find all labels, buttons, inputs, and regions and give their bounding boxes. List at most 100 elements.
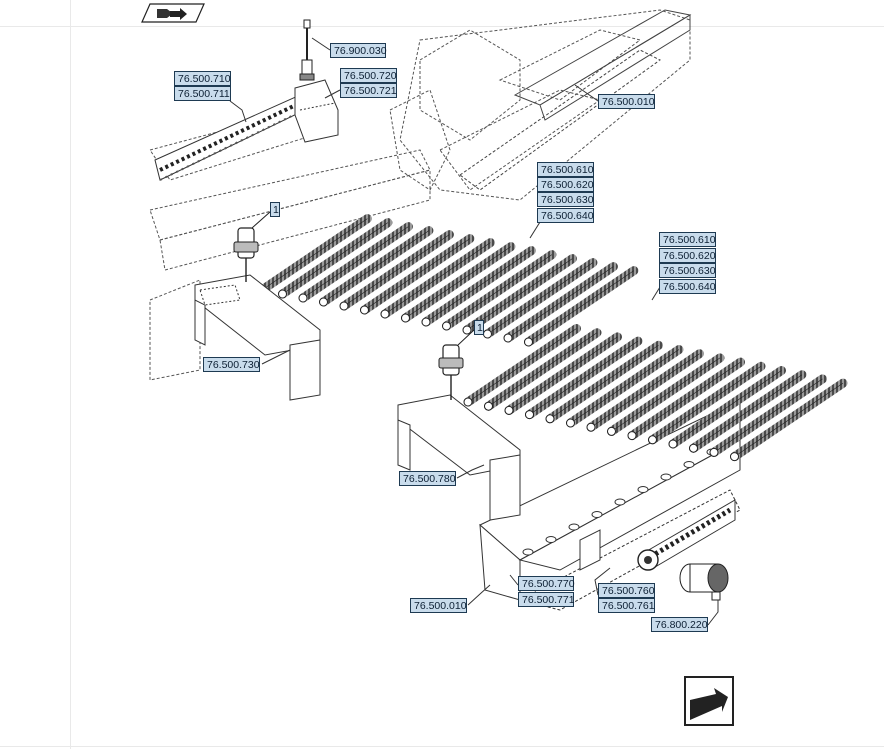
roller-end-cap (503, 333, 513, 343)
roller-edge (693, 374, 803, 449)
roller-edge (549, 345, 659, 420)
roller-edge (507, 266, 614, 339)
frame-hole (522, 548, 534, 556)
callout-76-500-720[interactable]: 76.500.720 (340, 68, 397, 83)
roller-end-cap (648, 435, 657, 445)
next-page-arrow-icon[interactable] (684, 676, 734, 726)
callout-76-500-630-lower[interactable]: 76.500.630 (659, 263, 716, 278)
frame-hole (683, 461, 695, 468)
roller-end-cap (607, 426, 616, 436)
roller-edge (282, 222, 389, 295)
roller-end-cap (566, 418, 575, 428)
callout-76-500-630-upper[interactable]: 76.500.630 (537, 192, 594, 207)
callout-76-500-780[interactable]: 76.500.780 (399, 471, 456, 486)
roller-end-cap (586, 422, 596, 432)
callout-76-500-010-top[interactable]: 76.500.010 (598, 94, 655, 109)
cross-member-upper (194, 274, 321, 401)
roller-edge (652, 366, 762, 441)
roller-end-cap (524, 337, 533, 347)
book-arrow-icon[interactable] (141, 3, 205, 23)
callout-76-500-610-upper[interactable]: 76.500.610 (537, 162, 594, 177)
roller-edge (446, 254, 553, 327)
grid-line (0, 26, 884, 27)
callout-76-500-640-lower[interactable]: 76.500.640 (659, 279, 716, 294)
roller-edge (467, 328, 577, 403)
callout-76-500-640-upper[interactable]: 76.500.640 (537, 208, 594, 223)
roller-end-cap (484, 401, 493, 411)
frame-hole (545, 536, 557, 543)
roller-end-cap (463, 397, 473, 407)
chain-rail-upper (154, 94, 306, 181)
frame-hole (591, 511, 603, 518)
roller-end-cap (689, 443, 698, 453)
roller-end-cap (278, 289, 287, 299)
roller-edge (734, 382, 844, 457)
frame-hole (614, 498, 626, 506)
roller-end-cap (504, 405, 514, 415)
marker-1-upper[interactable]: 1 (270, 202, 280, 217)
roller-end-cap (627, 431, 637, 441)
callout-76-500-620-upper[interactable]: 76.500.620 (537, 177, 594, 192)
roller-end-cap (339, 301, 349, 311)
beam-upper (459, 9, 692, 191)
roller-end-cap (319, 297, 328, 307)
grid-line (70, 0, 71, 749)
callout-76-500-711[interactable]: 76.500.711 (174, 86, 231, 101)
callout-76-500-771[interactable]: 76.500.771 (518, 592, 575, 607)
roller-edge (405, 246, 512, 319)
chain-drive-lower (637, 499, 736, 571)
roller-end-cap (298, 293, 308, 303)
roller-edge (528, 270, 635, 343)
frame-hole (660, 473, 672, 481)
roller-edge (590, 353, 700, 428)
roller-edge (631, 361, 741, 436)
roller-edge (466, 258, 573, 331)
marker-1-lower[interactable]: 1 (474, 320, 484, 335)
callout-76-500-010-bottom[interactable]: 76.500.010 (410, 598, 467, 613)
roller-end-cap (709, 447, 719, 457)
roller-end-cap (360, 305, 369, 315)
roller-end-cap (401, 313, 410, 323)
roller-edge (323, 230, 430, 303)
roller-edge (343, 234, 450, 307)
sensor-lower (438, 329, 475, 400)
frame-hole (568, 523, 580, 531)
roller-bed-upper (257, 214, 639, 347)
roller-edge (384, 242, 491, 315)
roller-edge (487, 262, 594, 335)
roller-edge (425, 250, 532, 323)
callout-76-500-760[interactable]: 76.500.760 (598, 583, 655, 598)
grid-line (0, 746, 884, 747)
roller-edge (713, 378, 823, 453)
callout-76-500-761[interactable]: 76.500.761 (598, 598, 655, 613)
roller-edge (488, 332, 598, 407)
roller-edge (302, 226, 409, 299)
callout-76-500-730[interactable]: 76.500.730 (203, 357, 260, 372)
leader-lines (229, 37, 719, 626)
callout-76-500-770[interactable]: 76.500.770 (518, 576, 575, 591)
motor-lower (679, 563, 729, 601)
roller-edge (672, 370, 782, 445)
roller-end-cap (525, 410, 534, 420)
callout-76-500-721[interactable]: 76.500.721 (340, 83, 397, 98)
frame-hole (637, 486, 649, 493)
callout-76-500-620-lower[interactable]: 76.500.620 (659, 248, 716, 263)
roller-edge (570, 349, 680, 424)
roller-edge (261, 218, 368, 291)
callout-76-900-030[interactable]: 76.900.030 (330, 43, 387, 58)
roller-end-cap (380, 309, 390, 319)
callout-76-500-610-lower[interactable]: 76.500.610 (659, 232, 716, 247)
roller-end-cap (421, 317, 431, 327)
roller-bed-lower (463, 324, 848, 462)
roller-edge (529, 340, 639, 415)
callout-76-500-710[interactable]: 76.500.710 (174, 71, 231, 86)
cross-member-lower (397, 394, 521, 521)
roller-end-cap (545, 414, 555, 424)
roller-end-cap (668, 439, 678, 449)
roller-edge (611, 357, 721, 432)
roller-edge (508, 336, 618, 411)
callout-76-800-220[interactable]: 76.800.220 (651, 617, 708, 632)
sensor-top (294, 19, 339, 143)
